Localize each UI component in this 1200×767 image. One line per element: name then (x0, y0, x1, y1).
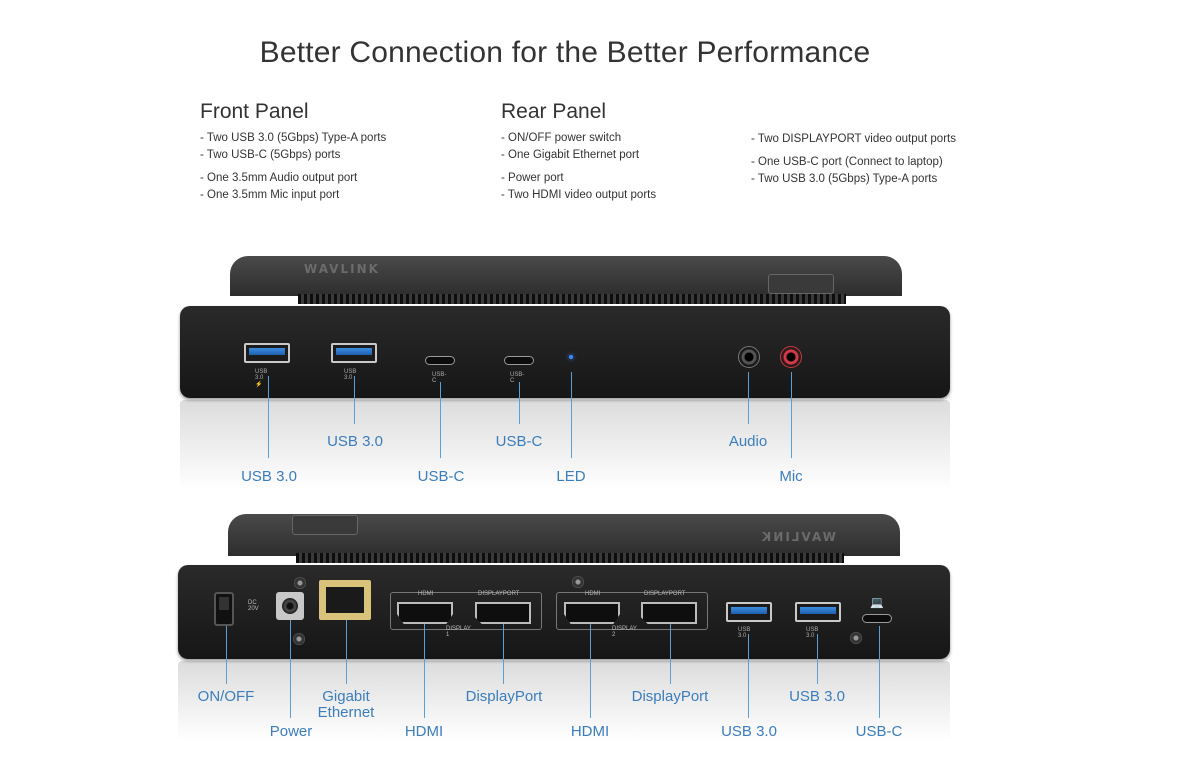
label-front-led: LED (556, 468, 586, 485)
label-rear-usb30-1: USB 3.0 (721, 723, 777, 740)
spec-item: - One 3.5mm Audio output port (200, 172, 358, 184)
callout-line (879, 626, 880, 718)
callout-line (817, 634, 818, 684)
ethernet-port (319, 580, 371, 620)
label-rear-usbc: USB-C (855, 723, 903, 740)
screw (293, 633, 305, 645)
rear-panel-specs-continued: - Two DISPLAYPORT video output ports - O… (751, 131, 956, 188)
label-rear-power: Power (269, 723, 313, 740)
wavlink-logo-rear: WAVLINK (760, 530, 836, 544)
callout-line (590, 624, 591, 718)
port-tag: USB-C (432, 372, 447, 384)
front-vents (298, 294, 846, 304)
spec-item: - ON/OFF power switch (501, 132, 622, 144)
hdmi-port-2 (564, 602, 620, 624)
dc-tag: DC 20V (248, 600, 259, 612)
display2-group (556, 592, 708, 630)
label-rear-hdmi-2: HDMI (570, 723, 610, 740)
port-tag: USB 3.0 (344, 369, 357, 381)
port-tag: USB 3.0 ⚡ (255, 369, 268, 388)
displayport-port-2 (641, 602, 697, 624)
mic-jack (780, 346, 802, 368)
port-tag: USB-C (510, 372, 525, 384)
callout-line (791, 372, 792, 458)
front-panel-heading: Front Panel (200, 100, 309, 123)
displayport-port-1 (475, 602, 531, 624)
label-front-mic: Mic (779, 468, 803, 485)
port-tag: USB 3.0 (806, 627, 819, 639)
screw (294, 577, 306, 589)
front-usb-a-port-1 (244, 343, 290, 363)
spec-item: - One Gigabit Ethernet port (501, 149, 640, 161)
audio-jack (738, 346, 760, 368)
dc-power-port (276, 592, 304, 620)
callout-line (268, 376, 269, 458)
front-led-indicator (569, 355, 573, 359)
screw (850, 632, 862, 644)
port-tag: HDMI (418, 591, 434, 597)
label-front-usb30-2: USB 3.0 (327, 433, 383, 450)
label-rear-ethernet: Gigabit Ethernet (317, 688, 375, 721)
callout-line (503, 624, 504, 684)
port-tag: DISPLAYPORT (478, 591, 520, 597)
callout-line (571, 372, 572, 458)
spec-item: - Two USB 3.0 (5Gbps) Type-A ports (751, 173, 938, 185)
laptop-icon: 💻 (870, 597, 884, 609)
front-panel-face (180, 306, 950, 398)
callout-line (440, 382, 441, 458)
front-panel-specs: Front Panel - Two USB 3.0 (5Gbps) Type-A… (200, 100, 386, 204)
callout-line (424, 624, 425, 718)
label-rear-displayport-2: DisplayPort (631, 688, 709, 705)
spec-item: - Two DISPLAYPORT video output ports (751, 133, 956, 145)
port-tag: DISPLAY 1 (446, 626, 471, 638)
callout-line (519, 382, 520, 424)
spec-item: - Power port (501, 172, 564, 184)
front-usb-a-port-2 (331, 343, 377, 363)
callout-line (748, 372, 749, 424)
label-rear-displayport-1: DisplayPort (465, 688, 543, 705)
callout-line (346, 620, 347, 684)
callout-line (670, 624, 671, 684)
label-rear-hdmi-1: HDMI (404, 723, 444, 740)
front-badge (768, 274, 834, 294)
wavlink-logo: WAVLINK (304, 262, 380, 276)
rear-reflection (178, 661, 950, 741)
label-front-usbc-1: USB-C (417, 468, 465, 485)
callout-line (748, 634, 749, 718)
rear-panel-specs: Rear Panel - ON/OFF power switch - One G… (501, 100, 656, 204)
front-reflection (180, 400, 950, 490)
hdmi-port-1 (397, 602, 453, 624)
front-usb-c-port-2 (504, 356, 534, 365)
spec-item: - Two USB-C (5Gbps) ports (200, 149, 341, 161)
label-front-usb30-1: USB 3.0 (241, 468, 297, 485)
port-tag: DISPLAY 2 (612, 626, 637, 638)
spec-item: - One 3.5mm Mic input port (200, 189, 340, 201)
label-rear-usb30-2: USB 3.0 (789, 688, 845, 705)
spec-item: - Two USB 3.0 (5Gbps) Type-A ports (200, 132, 387, 144)
rear-usb-a-port-2 (795, 602, 841, 622)
port-tag: HDMI (585, 591, 601, 597)
rear-panel-heading: Rear Panel (501, 100, 607, 123)
rear-badge (292, 515, 358, 535)
port-tag: DISPLAYPORT (644, 591, 686, 597)
rear-vents (296, 553, 844, 563)
display1-group (390, 592, 542, 630)
screw (572, 576, 584, 588)
callout-line (354, 376, 355, 424)
label-rear-onoff: ON/OFF (197, 688, 255, 705)
power-switch (214, 592, 234, 626)
spec-item: - Two HDMI video output ports (501, 189, 657, 201)
front-usb-c-port-1 (425, 356, 455, 365)
page-title: Better Connection for the Better Perform… (259, 36, 871, 69)
rear-usb-a-port-1 (726, 602, 772, 622)
spec-item: - One USB-C port (Connect to laptop) (751, 156, 943, 168)
rear-usb-c-port (862, 614, 892, 623)
label-front-audio: Audio (728, 433, 768, 450)
callout-line (290, 620, 291, 718)
port-tag: USB 3.0 (738, 627, 751, 639)
label-front-usbc-2: USB-C (495, 433, 543, 450)
callout-line (226, 626, 227, 684)
